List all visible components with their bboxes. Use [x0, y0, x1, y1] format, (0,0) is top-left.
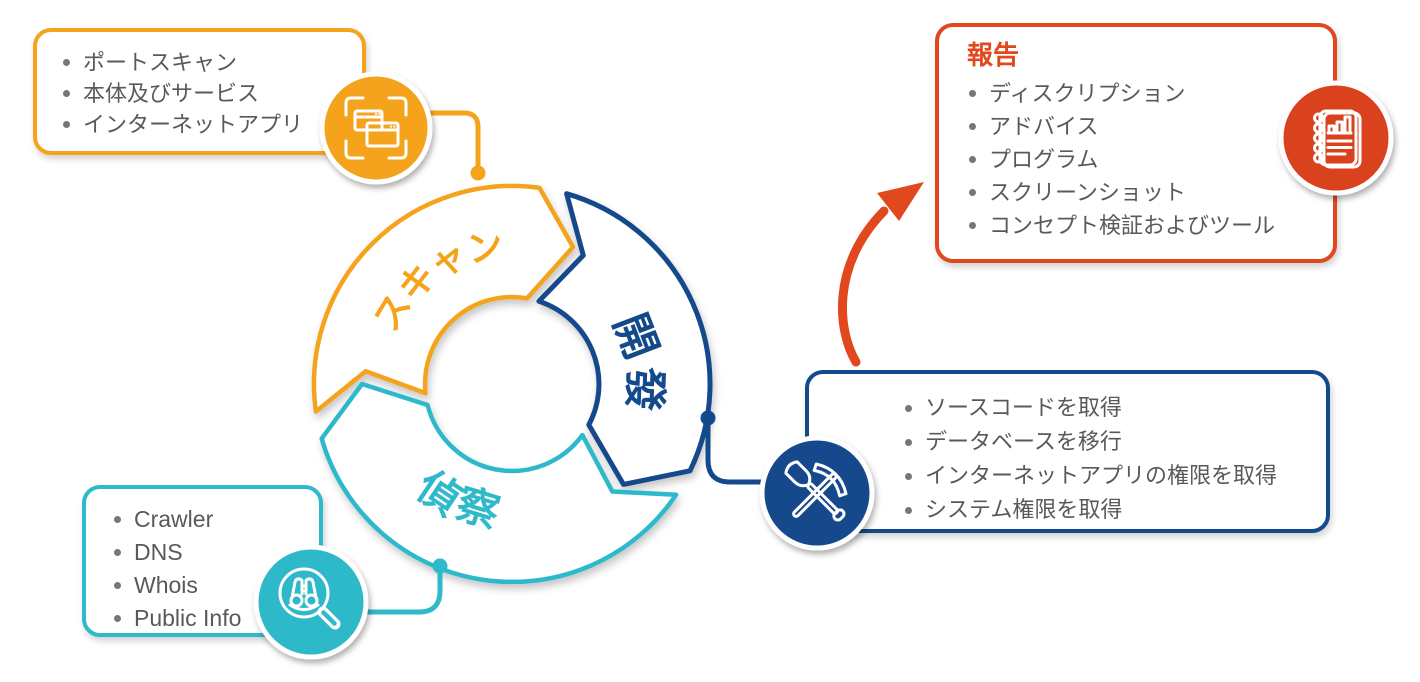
- scan-connector: [429, 110, 486, 181]
- exploit-connector-dot: [700, 410, 716, 426]
- list-item: 本体及びサービス: [59, 78, 362, 109]
- list-item: ソースコードを取得: [901, 391, 1326, 425]
- list-item: データベースを移行: [901, 425, 1326, 459]
- list-item: DNS: [110, 536, 319, 569]
- ring-segment-recon: [319, 381, 679, 585]
- list-item: スクリーンショット: [965, 176, 1333, 209]
- list-item: Public Info: [110, 602, 319, 635]
- exploit-connector: [700, 410, 765, 485]
- list-item: プログラム: [965, 143, 1333, 176]
- report-card: 報告 ディスクリプションアドバイスプログラムスクリーンショットコンセプト検証およ…: [935, 23, 1337, 263]
- recon-connector-dot: [432, 558, 448, 574]
- cycle-ring: [311, 183, 713, 585]
- scan-connector-dot: [470, 165, 486, 181]
- list-item: インターネットアプリの権限を取得: [901, 459, 1326, 493]
- list-item: ポートスキャン: [59, 47, 362, 78]
- list-item: Crawler: [110, 503, 319, 536]
- ring-label-exploit-char: 發: [619, 365, 670, 412]
- list-item: インターネットアプリ: [59, 109, 362, 140]
- recon-connector: [365, 558, 448, 615]
- list-item: アドバイス: [965, 110, 1333, 143]
- list-item: システム権限を取得: [901, 493, 1326, 527]
- ring-label-scan-char: ン: [463, 224, 506, 271]
- ring-segment-scan: [311, 183, 576, 414]
- report-arrow: [837, 182, 924, 367]
- list-item: コンセプト検証およびツール: [965, 209, 1333, 242]
- ring-segment-exploit-develop: [536, 191, 713, 487]
- report-title: 報告: [967, 40, 1020, 70]
- scan-details-card: ポートスキャン本体及びサービスインターネットアプリ: [33, 28, 366, 155]
- report-list: ディスクリプションアドバイスプログラムスクリーンショットコンセプト検証およびツー…: [965, 77, 1333, 242]
- list-item: ディスクリプション: [965, 77, 1333, 110]
- list-item: Whois: [110, 569, 319, 602]
- scan-details-list: ポートスキャン本体及びサービスインターネットアプリ: [59, 47, 362, 140]
- exploit-details-card: ソースコードを取得データベースを移行インターネットアプリの権限を取得システム権限…: [805, 370, 1330, 533]
- report-arrow-head: [877, 182, 924, 221]
- exploit-details-list: ソースコードを取得データベースを移行インターネットアプリの権限を取得システム権限…: [901, 391, 1326, 527]
